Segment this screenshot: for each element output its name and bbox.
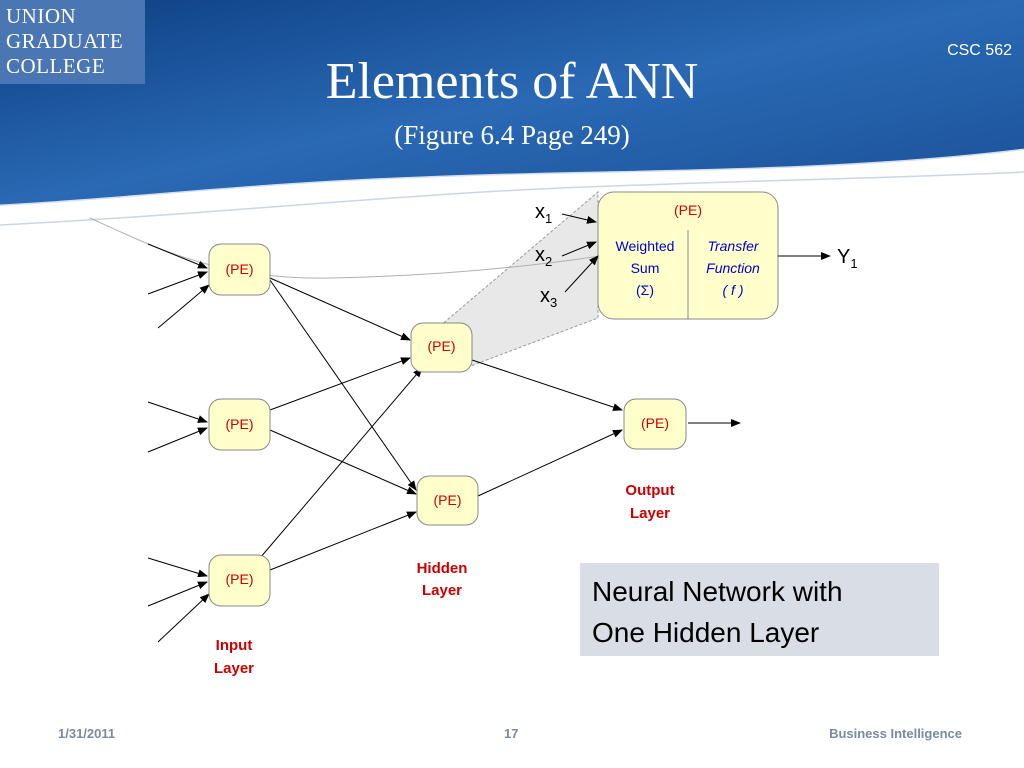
pe-label: (PE) bbox=[226, 416, 254, 432]
caption-box: Neural Network with One Hidden Layer bbox=[580, 563, 939, 656]
footer-date: 1/31/2011 bbox=[58, 726, 116, 741]
output-layer-label-1: Output bbox=[625, 482, 674, 499]
weighted-sum-label-3: (Σ) bbox=[636, 282, 654, 298]
slide-title: Elements of ANN bbox=[325, 53, 699, 110]
logo-line-2: GRADUATE bbox=[6, 29, 124, 53]
pe-label: (PE) bbox=[428, 338, 456, 354]
header-background bbox=[0, 0, 1024, 226]
input-pe-1: (PE) bbox=[208, 243, 271, 296]
output-layer-label-2: Layer bbox=[630, 505, 670, 522]
college-logo: UNION GRADUATE COLLEGE bbox=[0, 0, 145, 84]
caption-line-1: Neural Network with bbox=[592, 576, 843, 607]
footer-page-number: 17 bbox=[504, 726, 519, 741]
input-x1-label: x1 bbox=[535, 201, 552, 226]
pe-label: (PE) bbox=[226, 571, 254, 587]
input-pe-2: (PE) bbox=[208, 398, 271, 451]
hidden-layer-label-1: Hidden bbox=[417, 560, 468, 577]
output-connections bbox=[471, 359, 741, 497]
input-x3-label: x3 bbox=[540, 285, 557, 310]
transfer-function-label-1: Transfer bbox=[707, 238, 759, 254]
detail-input-arrows bbox=[561, 213, 831, 293]
slide-subtitle: (Figure 6.4 Page 249) bbox=[394, 120, 630, 150]
course-code: CSC 562 bbox=[947, 42, 1012, 59]
logo-line-1: UNION bbox=[6, 4, 77, 28]
input-arrows bbox=[147, 243, 210, 643]
pe-label: (PE) bbox=[226, 261, 254, 277]
caption-line-2: One Hidden Layer bbox=[592, 617, 820, 648]
pe-label: (PE) bbox=[434, 492, 462, 508]
transfer-function-label-3: ( f ) bbox=[723, 282, 744, 298]
output-y1-label: Y1 bbox=[837, 246, 858, 271]
logo-line-3: COLLEGE bbox=[6, 54, 106, 78]
hidden-pe-1: (PE) bbox=[410, 322, 473, 373]
detail-pe-label: (PE) bbox=[674, 202, 702, 218]
output-pe: (PE) bbox=[623, 398, 687, 450]
input-pe-3: (PE) bbox=[208, 554, 271, 607]
weighted-sum-label-1: Weighted bbox=[616, 238, 675, 254]
hidden-connections bbox=[259, 277, 423, 571]
input-x2-label: x2 bbox=[535, 244, 552, 269]
hidden-layer-label-2: Layer bbox=[422, 582, 462, 599]
weighted-sum-label-2: Sum bbox=[631, 260, 660, 276]
pe-label: (PE) bbox=[641, 415, 669, 431]
transfer-function-label-2: Function bbox=[706, 260, 760, 276]
pe-detail-box: (PE) Weighted Sum (Σ) Transfer Function … bbox=[597, 191, 779, 320]
input-layer-label-1: Input bbox=[216, 637, 253, 654]
hidden-pe-2: (PE) bbox=[416, 475, 479, 526]
input-layer-label-2: Layer bbox=[214, 660, 254, 677]
footer-topic: Business Intelligence bbox=[829, 726, 962, 741]
